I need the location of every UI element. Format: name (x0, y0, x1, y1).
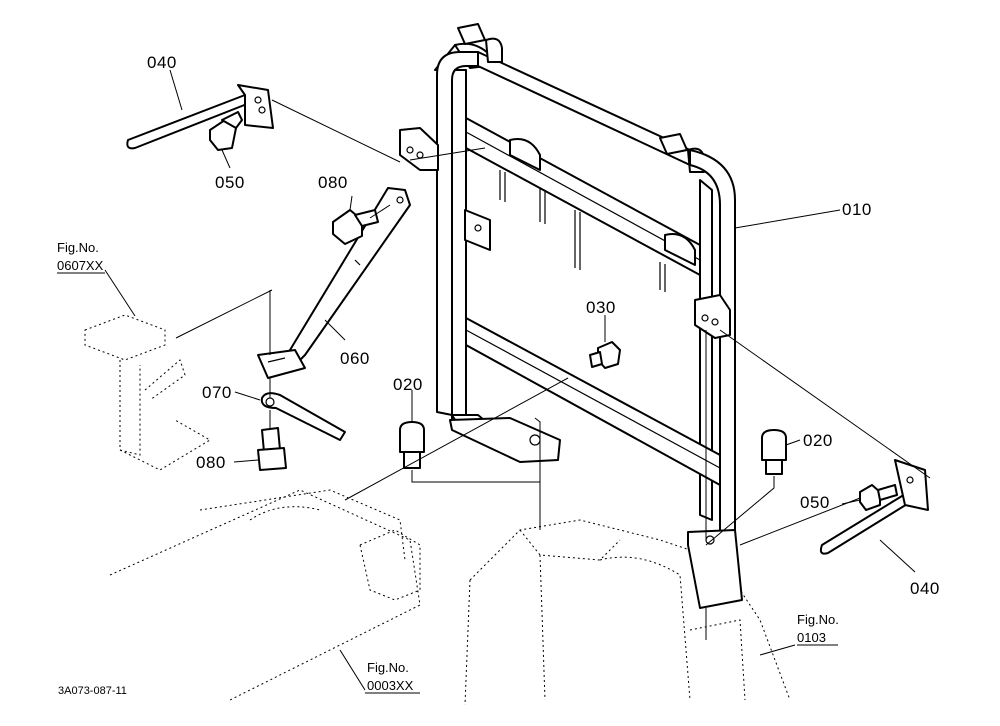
assembly-lines (175, 99, 931, 640)
frame-010 (399, 23, 743, 609)
figure-ref-0003xx: Fig.No. 0003XX (365, 660, 420, 694)
figure-ref-0607xx: Fig.No. 0607XX (57, 240, 105, 274)
callout-labels: 040 050 080 060 070 080 020 030 010 020 … (147, 53, 940, 598)
mount-020-right (761, 429, 787, 475)
bolt-050-right (859, 484, 898, 511)
fitting-080-lower (257, 427, 287, 471)
callout-050-lower: 050 (800, 493, 830, 512)
fig-ref-label: Fig.No. (797, 612, 839, 627)
callout-080-lower: 080 (196, 453, 226, 472)
callout-020-left: 020 (393, 375, 423, 394)
fig-ref-number: 0003XX (367, 678, 414, 693)
callout-050-upper: 050 (215, 173, 245, 192)
mount-020-left (399, 421, 425, 469)
callout-070: 070 (202, 383, 232, 402)
callout-040-upper: 040 (147, 53, 177, 72)
strut-060 (257, 187, 411, 379)
callout-010: 010 (842, 200, 872, 219)
plate-040-left (126, 84, 274, 150)
bolt-030 (589, 341, 621, 369)
callout-leaders (104, 69, 916, 691)
callout-060: 060 (340, 349, 370, 368)
fig-ref-label: Fig.No. (57, 240, 99, 255)
callout-020-right: 020 (803, 431, 833, 450)
callout-080-upper: 080 (318, 173, 348, 192)
figure-ref-0103: Fig.No. 0103 (797, 612, 839, 646)
ghost-outlines (84, 314, 791, 706)
fig-ref-number: 0103 (797, 630, 826, 645)
fig-ref-label: Fig.No. (367, 660, 409, 675)
bolt-050-left (209, 111, 243, 151)
drawing-code: 3A073-087-11 (58, 685, 127, 697)
callout-030: 030 (586, 298, 616, 317)
plate-040-right (819, 459, 929, 555)
callout-040-lower: 040 (910, 579, 940, 598)
fig-ref-number: 0607XX (57, 258, 104, 273)
